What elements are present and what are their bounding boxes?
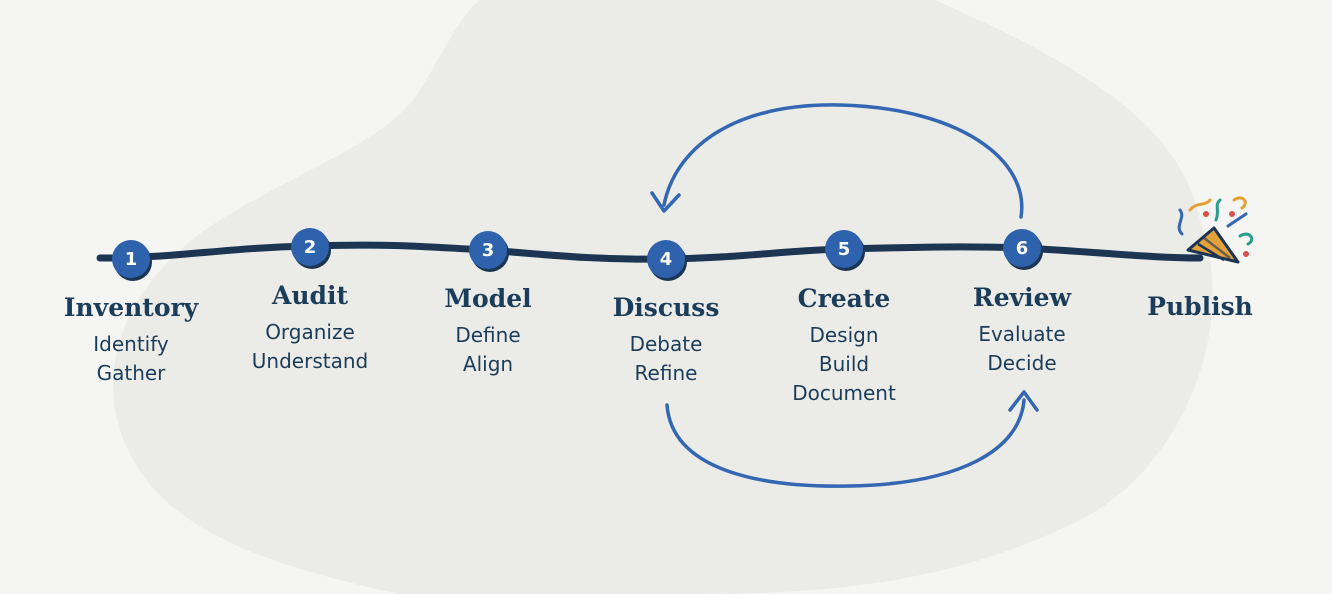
stage-node-6: 6: [1003, 229, 1043, 270]
stage-title-discuss: Discuss: [613, 293, 720, 322]
stage-node-circle: [1003, 229, 1041, 267]
stage-node-circle: [112, 240, 150, 278]
stage-title-review: Review: [973, 283, 1073, 312]
stage-title-publish: Publish: [1147, 292, 1253, 321]
stage-subtitle-decide: Decide: [987, 351, 1056, 375]
stage-number: 3: [482, 240, 495, 261]
iteration-loop-bottom: [665, 390, 1039, 488]
stage-subtitle-debate: Debate: [630, 332, 703, 356]
stage-number: 6: [1016, 238, 1029, 259]
stage-subtitle-identify: Identify: [93, 332, 169, 356]
stage-number: 1: [125, 249, 138, 270]
party-popper-icon: [1177, 196, 1254, 264]
stage-subtitle-organize: Organize: [265, 320, 355, 344]
stage-number: 4: [660, 249, 673, 270]
stage-node-circle: [291, 228, 329, 266]
stage-node-circle: [825, 230, 863, 268]
stage-node-1: 1: [112, 240, 152, 281]
stage-subtitle-understand: Understand: [252, 349, 368, 373]
stage-number: 2: [304, 237, 317, 258]
stage-number: 5: [838, 239, 851, 260]
stage-node-5: 5: [825, 230, 865, 271]
stage-node-2: 2: [291, 228, 331, 269]
stage-title-audit: Audit: [271, 281, 349, 310]
stage-node-circle: [647, 240, 685, 278]
stage-subtitle-align: Align: [463, 352, 513, 376]
stage-title-inventory: Inventory: [64, 293, 200, 322]
feedback-loop-top: [650, 103, 1024, 219]
stage-subtitle-evaluate: Evaluate: [978, 322, 1065, 346]
stage-title-create: Create: [798, 284, 891, 313]
stage-subtitle-document: Document: [792, 381, 896, 405]
stage-title-model: Model: [444, 284, 531, 313]
stage-node-4: 4: [647, 240, 687, 281]
stage-subtitle-design: Design: [809, 323, 878, 347]
stage-subtitle-define: Define: [455, 323, 520, 347]
background-blob: [113, 0, 1213, 594]
stage-subtitle-refine: Refine: [635, 361, 698, 385]
stage-node-3: 3: [469, 231, 509, 272]
stage-subtitle-build: Build: [819, 352, 869, 376]
stage-subtitle-gather: Gather: [97, 361, 167, 385]
stage-node-circle: [469, 231, 507, 269]
